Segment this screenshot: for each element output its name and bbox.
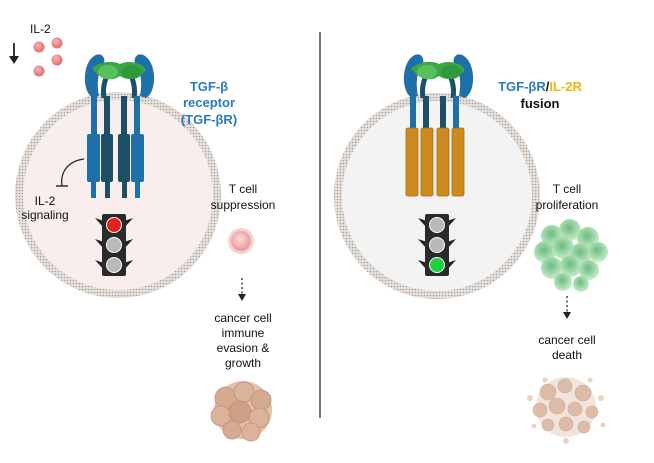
- il2-signaling-label-line1: IL-2: [35, 194, 56, 208]
- tcell-proliferation-line2: proliferation: [536, 198, 599, 212]
- left-panel: IL-2: [9, 22, 276, 442]
- fusion-title-line1: TGF-βR/IL-2R: [498, 79, 582, 94]
- tcell-suppression-line2: suppression: [211, 198, 276, 212]
- cancer-outcome-left-line3: evasion &: [217, 341, 270, 355]
- traffic-light-green-icon: [418, 214, 456, 276]
- cancer-outcome-right-line2: death: [552, 348, 582, 362]
- fusion-title-part1: TGF-βR: [498, 79, 546, 94]
- il2-label: IL-2: [30, 22, 51, 36]
- inhibition-arrow-icon: [56, 158, 85, 187]
- dashed-arrow-left: [238, 278, 246, 301]
- traffic-light-red-icon: [95, 214, 133, 276]
- tumor-growing: [210, 381, 272, 442]
- fusion-title-separator: /: [546, 79, 550, 94]
- tcell-proliferation-line1: T cell: [553, 182, 581, 196]
- tcell-suppression-line1: T cell: [229, 182, 257, 196]
- dashed-arrow-right: [563, 296, 571, 319]
- fusion-receptor: [403, 54, 474, 197]
- cancer-outcome-left-line4: growth: [225, 356, 261, 370]
- proliferating-t-cells: [534, 219, 608, 292]
- il2-particles: [33, 37, 63, 77]
- receptor-title-line2: receptor: [183, 95, 235, 110]
- tgf-beta-receptor: [84, 54, 155, 198]
- right-cell-body: [342, 101, 532, 291]
- cancer-outcome-left-line1: cancer cell: [214, 311, 271, 325]
- fusion-title-part2: IL-2R: [549, 79, 582, 94]
- tumor-dying: [527, 377, 606, 444]
- arrow-down-icon: [9, 43, 19, 64]
- cancer-outcome-right-line1: cancer cell: [538, 333, 595, 347]
- il2-signaling-label-line2: signaling: [21, 208, 68, 222]
- fusion-title-line2: fusion: [521, 96, 560, 111]
- cancer-outcome-left-line2: immune: [222, 326, 265, 340]
- receptor-title-line1: TGF-β: [190, 79, 228, 94]
- suppressed-t-cell: [228, 228, 254, 254]
- left-cell-body: [23, 100, 213, 290]
- receptor-title-line3: (TGF-βR): [181, 112, 237, 127]
- right-panel: TGF-βR/IL-2R fusion T cell proliferation…: [334, 54, 608, 444]
